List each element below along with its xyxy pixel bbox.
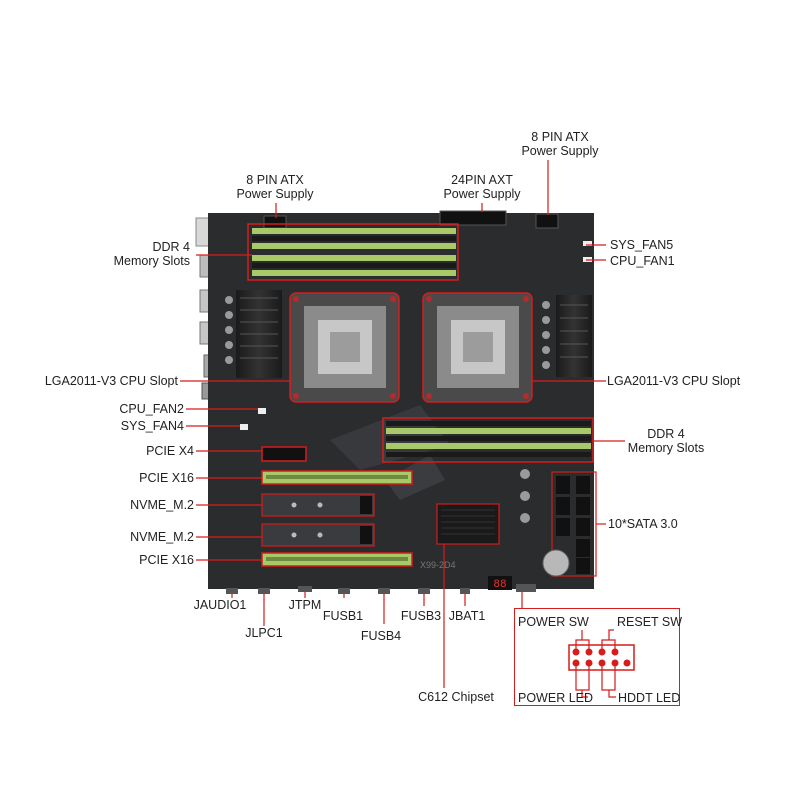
atx-8pin-right-connector [535, 213, 559, 229]
label-power-sw: POWER SW [518, 615, 589, 629]
label-fusb3: FUSB3 [400, 609, 442, 623]
cpu-socket-right [422, 292, 533, 403]
label-cpu-fan2: CPU_FAN2 [119, 402, 184, 416]
label-cpu-socket-right: LGA2011-V3 CPU Slopt [607, 374, 741, 388]
vrm-heatsink-right [556, 295, 592, 377]
label-pcie-x4: PCIE X4 [146, 444, 194, 458]
label-atx-8pin-left: 8 PIN ATX Power Supply [236, 173, 314, 201]
label-jbat: JBAT1 [448, 609, 486, 623]
ddr4-slots-left [252, 228, 456, 276]
cpu-socket-left [289, 292, 400, 403]
label-chipset: C612 Chipset [418, 690, 494, 704]
label-power-led: POWER LED [518, 691, 594, 705]
atx-24pin-connector [439, 210, 507, 226]
label-jtpm: JTPM [288, 598, 322, 612]
label-fusb4: FUSB4 [360, 629, 402, 643]
label-hddt-led: HDDT LED [618, 691, 681, 705]
label-atx-24pin: 24PIN AXT Power Supply [443, 173, 521, 201]
label-nvme-bottom: NVME_M.2 [130, 530, 194, 544]
label-cpu-socket-left: LGA2011-V3 CPU Slopt [44, 374, 178, 388]
ddr4-slots-right [386, 421, 591, 457]
debug-led-display [488, 576, 512, 590]
debug-led-digits: 88 [493, 579, 506, 591]
label-sys-fan4: SYS_FAN4 [120, 419, 184, 433]
label-jlpc: JLPC1 [245, 626, 283, 640]
label-sys-fan5: SYS_FAN5 [610, 238, 674, 252]
label-pcie-x16-top: PCIE X16 [139, 471, 194, 485]
label-sata: 10*SATA 3.0 [608, 517, 678, 531]
label-fusb1: FUSB1 [322, 609, 364, 623]
front-panel-callout-box: POWER SW RESET SW POWER LED HDDT LED [514, 608, 683, 706]
label-reset-sw: RESET SW [617, 615, 683, 629]
label-nvme-top: NVME_M.2 [130, 498, 194, 512]
label-atx-8pin-right: 8 PIN ATX Power Supply [521, 130, 599, 158]
c612-chipset-heatsink [436, 503, 500, 545]
front-panel-header [568, 629, 635, 698]
pcie-x4-slot [261, 446, 307, 462]
sata-ports [551, 471, 597, 577]
atx-8pin-left-connector [263, 215, 287, 229]
cmos-battery [542, 549, 570, 577]
label-cpu-fan1: CPU_FAN1 [610, 254, 675, 268]
label-pcie-x16-bottom: PCIE X16 [139, 553, 194, 567]
board-silk-text: X99-2D4 [420, 560, 456, 570]
label-ddr4-left: DDR 4 Memory Slots [113, 240, 190, 268]
label-ddr4-right: DDR 4 Memory Slots [627, 427, 705, 455]
label-jaudio: JAUDIO1 [193, 598, 247, 612]
